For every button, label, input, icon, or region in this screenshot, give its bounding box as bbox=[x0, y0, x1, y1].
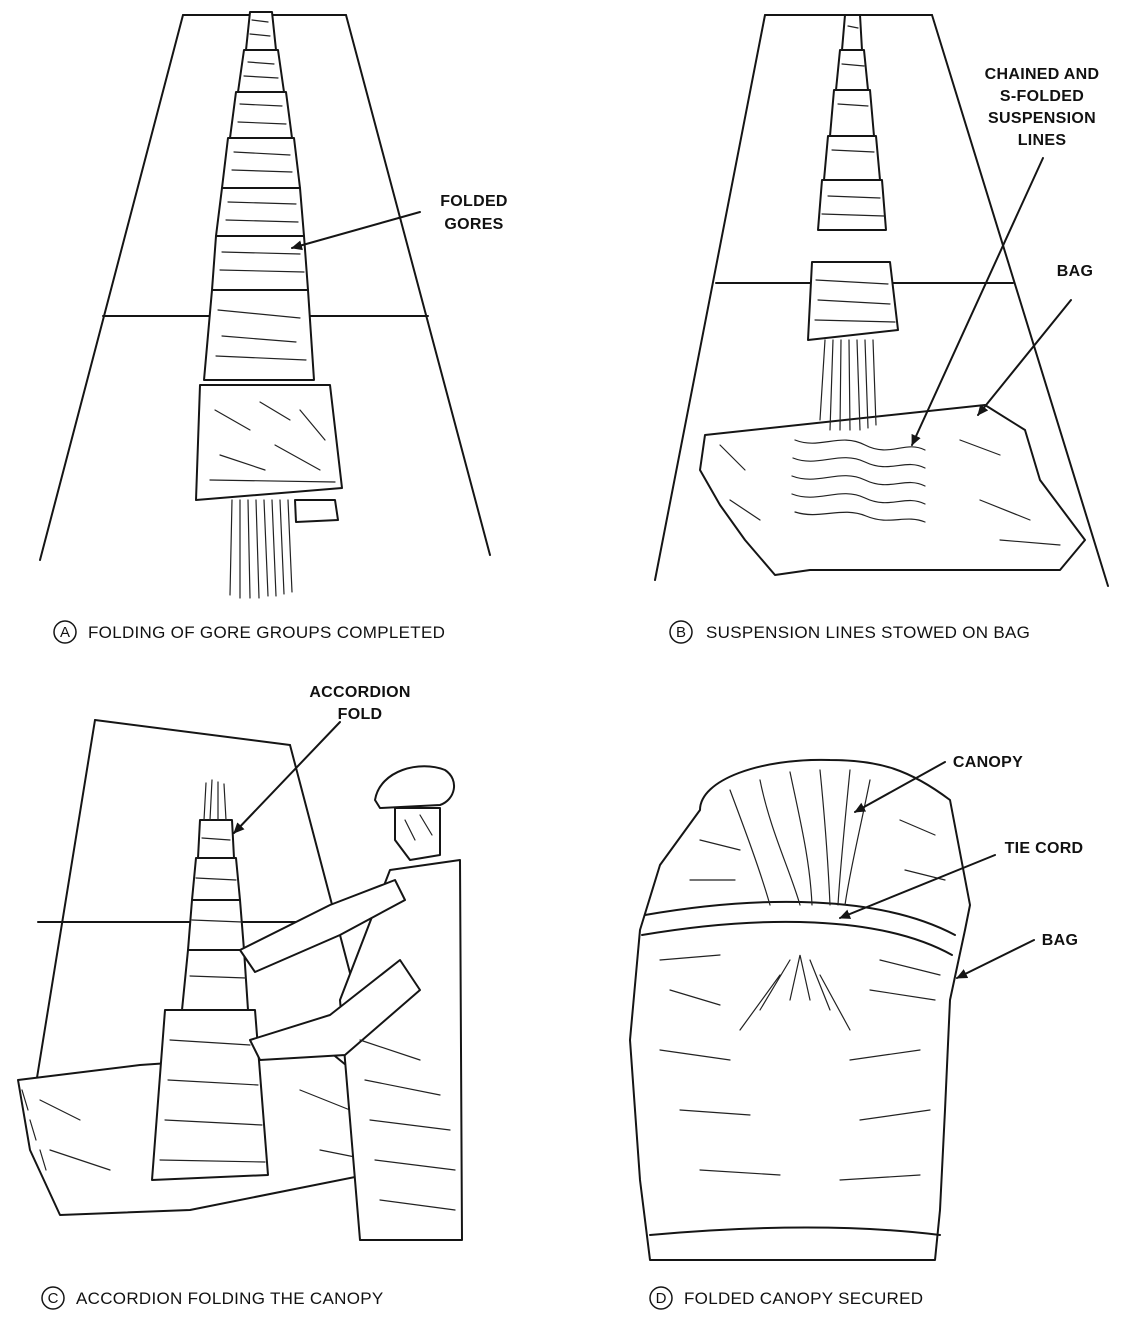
folded-gores-stack bbox=[196, 12, 342, 500]
callout-canopy-d: CANOPY bbox=[953, 754, 1023, 771]
panel-c-drawing bbox=[18, 720, 462, 1240]
panel-a-letter: A bbox=[60, 624, 70, 641]
bag-open bbox=[700, 405, 1085, 575]
callout-folded-gores-line1: FOLDED bbox=[440, 193, 508, 210]
panel-a-caption: FOLDING OF GORE GROUPS COMPLETED bbox=[88, 623, 445, 642]
panel-b-letter: B bbox=[676, 624, 686, 641]
folded-canopy-stack-b bbox=[808, 15, 898, 340]
secured-canopy-bag bbox=[630, 760, 970, 1260]
callout-chained-lines-4: LINES bbox=[1018, 132, 1067, 149]
callout-folded-gores-line2: GORES bbox=[444, 216, 503, 233]
callout-chained-lines-3: SUSPENSION bbox=[988, 110, 1096, 127]
panel-a-drawing bbox=[40, 12, 490, 598]
callout-bag-b: BAG bbox=[1057, 263, 1093, 280]
panel-d-drawing bbox=[630, 760, 1034, 1260]
callout-accordion-1: ACCORDION bbox=[309, 684, 410, 701]
callout-bag-d: BAG bbox=[1042, 932, 1078, 949]
folded-canopy-stack-c bbox=[152, 820, 268, 1180]
panel-c-letter: C bbox=[48, 1290, 59, 1307]
callout-chained-lines-1: CHAINED AND bbox=[985, 66, 1100, 83]
panel-c-caption: ACCORDION FOLDING THE CANOPY bbox=[76, 1289, 384, 1308]
panel-b-caption: SUSPENSION LINES STOWED ON BAG bbox=[706, 623, 1030, 642]
panel-d-caption: FOLDED CANOPY SECURED bbox=[684, 1289, 923, 1308]
callout-accordion-2: FOLD bbox=[338, 706, 383, 723]
panel-d-letter: D bbox=[656, 1290, 667, 1307]
callout-tie-cord: TIE CORD bbox=[1005, 840, 1084, 857]
callout-chained-lines-2: S-FOLDED bbox=[1000, 88, 1084, 105]
